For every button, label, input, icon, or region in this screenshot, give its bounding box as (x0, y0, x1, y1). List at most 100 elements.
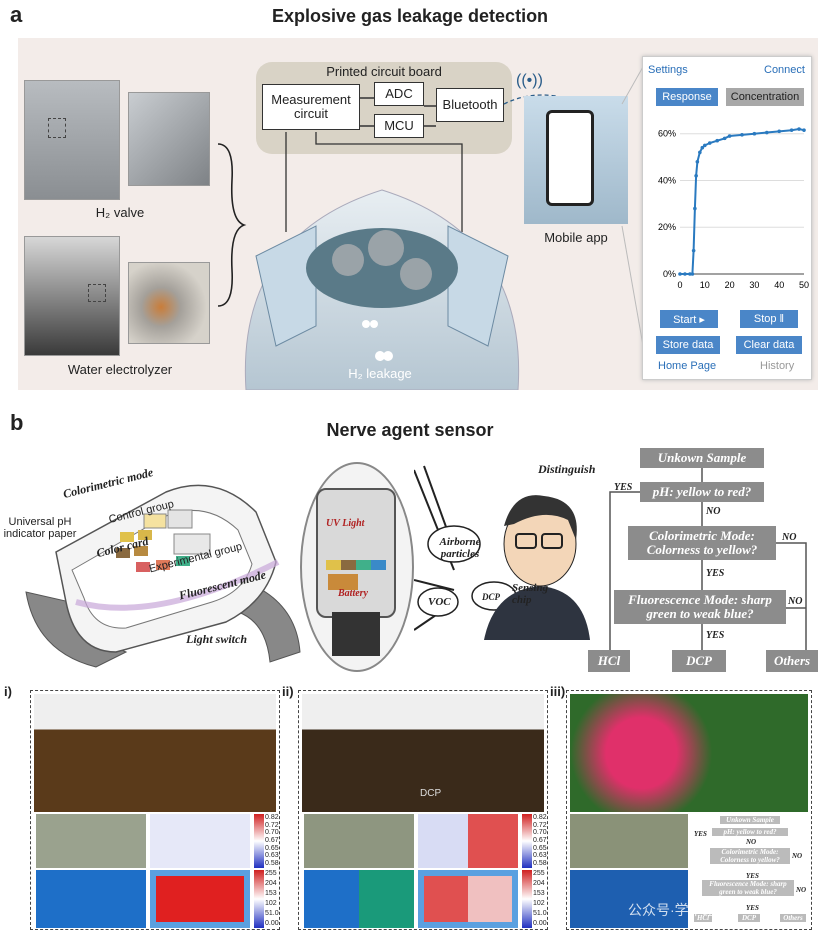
fluorescent-photo-i (36, 870, 146, 928)
colorbar-top-i-tick-label: 0.72 (265, 821, 279, 829)
colorbar-top-i-tick-label: 0.58 (265, 860, 279, 867)
battery-icon (328, 574, 358, 590)
mini-flow-ph: pH: yellow to red? (712, 828, 788, 836)
mini-flow-no-1: NO (746, 838, 757, 846)
pcb-connectors (285, 94, 556, 232)
colorbar-bottom-ii-tick-label: 255 (533, 870, 545, 877)
colorbar-top-ii-tick-label: 0.63 (533, 852, 547, 860)
response-tab[interactable]: Response (656, 88, 718, 106)
h2-leakage-label: H₂ leakage (348, 366, 412, 381)
colorbar-bottom-ii-tick-label: 153 (533, 890, 545, 897)
h2-valve-closeup (128, 92, 210, 186)
chart-point (695, 159, 700, 164)
colorbar-bottom-ii-tick-label: 0.00 (533, 920, 547, 927)
flow-no-1: NO (706, 506, 721, 517)
watch-internal-body (316, 488, 396, 618)
chart-point (678, 272, 682, 276)
chart-x-tick-label: 10 (700, 280, 710, 290)
voc-label: VOC (428, 596, 451, 608)
chart-point (688, 272, 692, 276)
uv-light-label: UV Light (326, 518, 365, 529)
mobile-app-label: Mobile app (544, 230, 608, 245)
chart-x-tick-label: 50 (799, 280, 809, 290)
chart-point (765, 130, 769, 135)
h2-valve-label: H₂ valve (95, 205, 145, 220)
chart-y-tick-label: 40% (658, 175, 676, 185)
mcu-block: MCU (374, 114, 424, 138)
subpanel-ii-label: ii) (282, 684, 294, 699)
subpanel-iii-label: iii) (550, 684, 566, 699)
electrolyzer-label: Water electrolyzer (67, 362, 173, 377)
history-link[interactable]: History (760, 360, 795, 372)
colorbar-bottom-i-tick-label: 51.0 (265, 910, 279, 917)
stop-button[interactable]: Stop ‖ (740, 310, 798, 328)
chart-y-tick-label: 0% (663, 269, 676, 279)
watch-internal-strap (332, 612, 380, 656)
mini-flow-hcl: HCl (694, 914, 712, 922)
bottles-photo-i (34, 694, 276, 812)
colorimetric-photo-ii (304, 814, 414, 868)
fluorescent-photo-ii (304, 870, 414, 928)
store-data-button[interactable]: Store data (656, 336, 720, 354)
connect-link[interactable]: Connect (764, 64, 805, 76)
chart-point (789, 128, 794, 132)
chart-point (693, 206, 697, 211)
chart-point (700, 145, 705, 150)
chart-point (797, 127, 801, 131)
home-page-link[interactable]: Home Page (658, 360, 717, 372)
mini-flow-unknown: Unkown Sample (720, 816, 780, 824)
person-illustration (414, 465, 590, 640)
flow-yes-2: YES (706, 568, 725, 579)
chart-point (777, 129, 781, 134)
clear-data-button[interactable]: Clear data (736, 336, 802, 354)
colorbar-bottom-ii (522, 870, 532, 928)
flow-no-3: NO (788, 596, 803, 607)
chart-point (683, 272, 687, 276)
universal-ph-label: Universal pH indicator paper (3, 516, 77, 541)
colorbar-top-ii-tick-label: 0.65 (533, 844, 547, 852)
chart-point (802, 128, 806, 132)
chart-point (722, 136, 727, 141)
pcb-title: Printed circuit board (326, 64, 442, 79)
bluetooth-block: Bluetooth (436, 88, 504, 122)
chart-point (703, 143, 707, 148)
mini-flow-no-2: NO (792, 852, 803, 860)
chart-x-tick-label: 0 (677, 280, 682, 290)
adc-block: ADC (374, 82, 424, 106)
settings-link[interactable]: Settings (648, 64, 688, 76)
fluorescent-map-ii (418, 870, 518, 928)
chart-point (694, 173, 698, 178)
colorbar-top-i-tick-label: 0.65 (265, 844, 279, 852)
concentration-tab[interactable]: Concentration (726, 88, 804, 106)
chart-point (740, 133, 744, 137)
flow-yes-3: YES (706, 630, 725, 641)
mini-flow-yes-3: YES (746, 904, 759, 912)
colorimetric-map-i (150, 814, 250, 868)
flow-fluorescence-question: Fluorescence Mode: sharp green to weak b… (614, 590, 786, 624)
airborne-particles-label: Airborne particles (439, 536, 481, 561)
colorbar-top-i (254, 814, 264, 868)
colorbar-bottom-i-tick-label: 204 (265, 880, 277, 887)
start-button[interactable]: Start ▸ (660, 310, 718, 328)
panel-b-title: Nerve agent sensor (326, 420, 494, 440)
colorbar-top-i-tick-label: 0.82 (265, 814, 279, 821)
watch-illustration (25, 484, 301, 668)
wireless-signal-icon: ((•)) (516, 72, 543, 89)
subpanel-i-label: i) (4, 684, 12, 699)
colorbar-top-ii (522, 814, 532, 868)
distinguish-label: Distinguish (538, 462, 596, 476)
colorbar-bottom-ii-tick-label: 102 (533, 900, 545, 907)
flow-yes-1: YES (614, 482, 633, 493)
mini-flow-fluorescence: Fluorescence Mode: sharp green to weak b… (702, 880, 794, 896)
mini-flow-others: Others (780, 914, 806, 922)
flow-result-others: Others (766, 650, 818, 672)
fluorescent-map-i (150, 870, 250, 928)
flow-unknown-sample: Unkown Sample (640, 448, 764, 468)
colorimetric-photo-i (36, 814, 146, 868)
electrolyzer-closeup (128, 262, 210, 344)
colorbar-top-i-tick-label: 0.67 (265, 837, 279, 844)
colorbar-bottom-ii-tick-label: 51.0 (533, 910, 547, 917)
colorbar-bottom-i (254, 870, 264, 928)
flow-result-hcl: HCl (588, 650, 630, 672)
